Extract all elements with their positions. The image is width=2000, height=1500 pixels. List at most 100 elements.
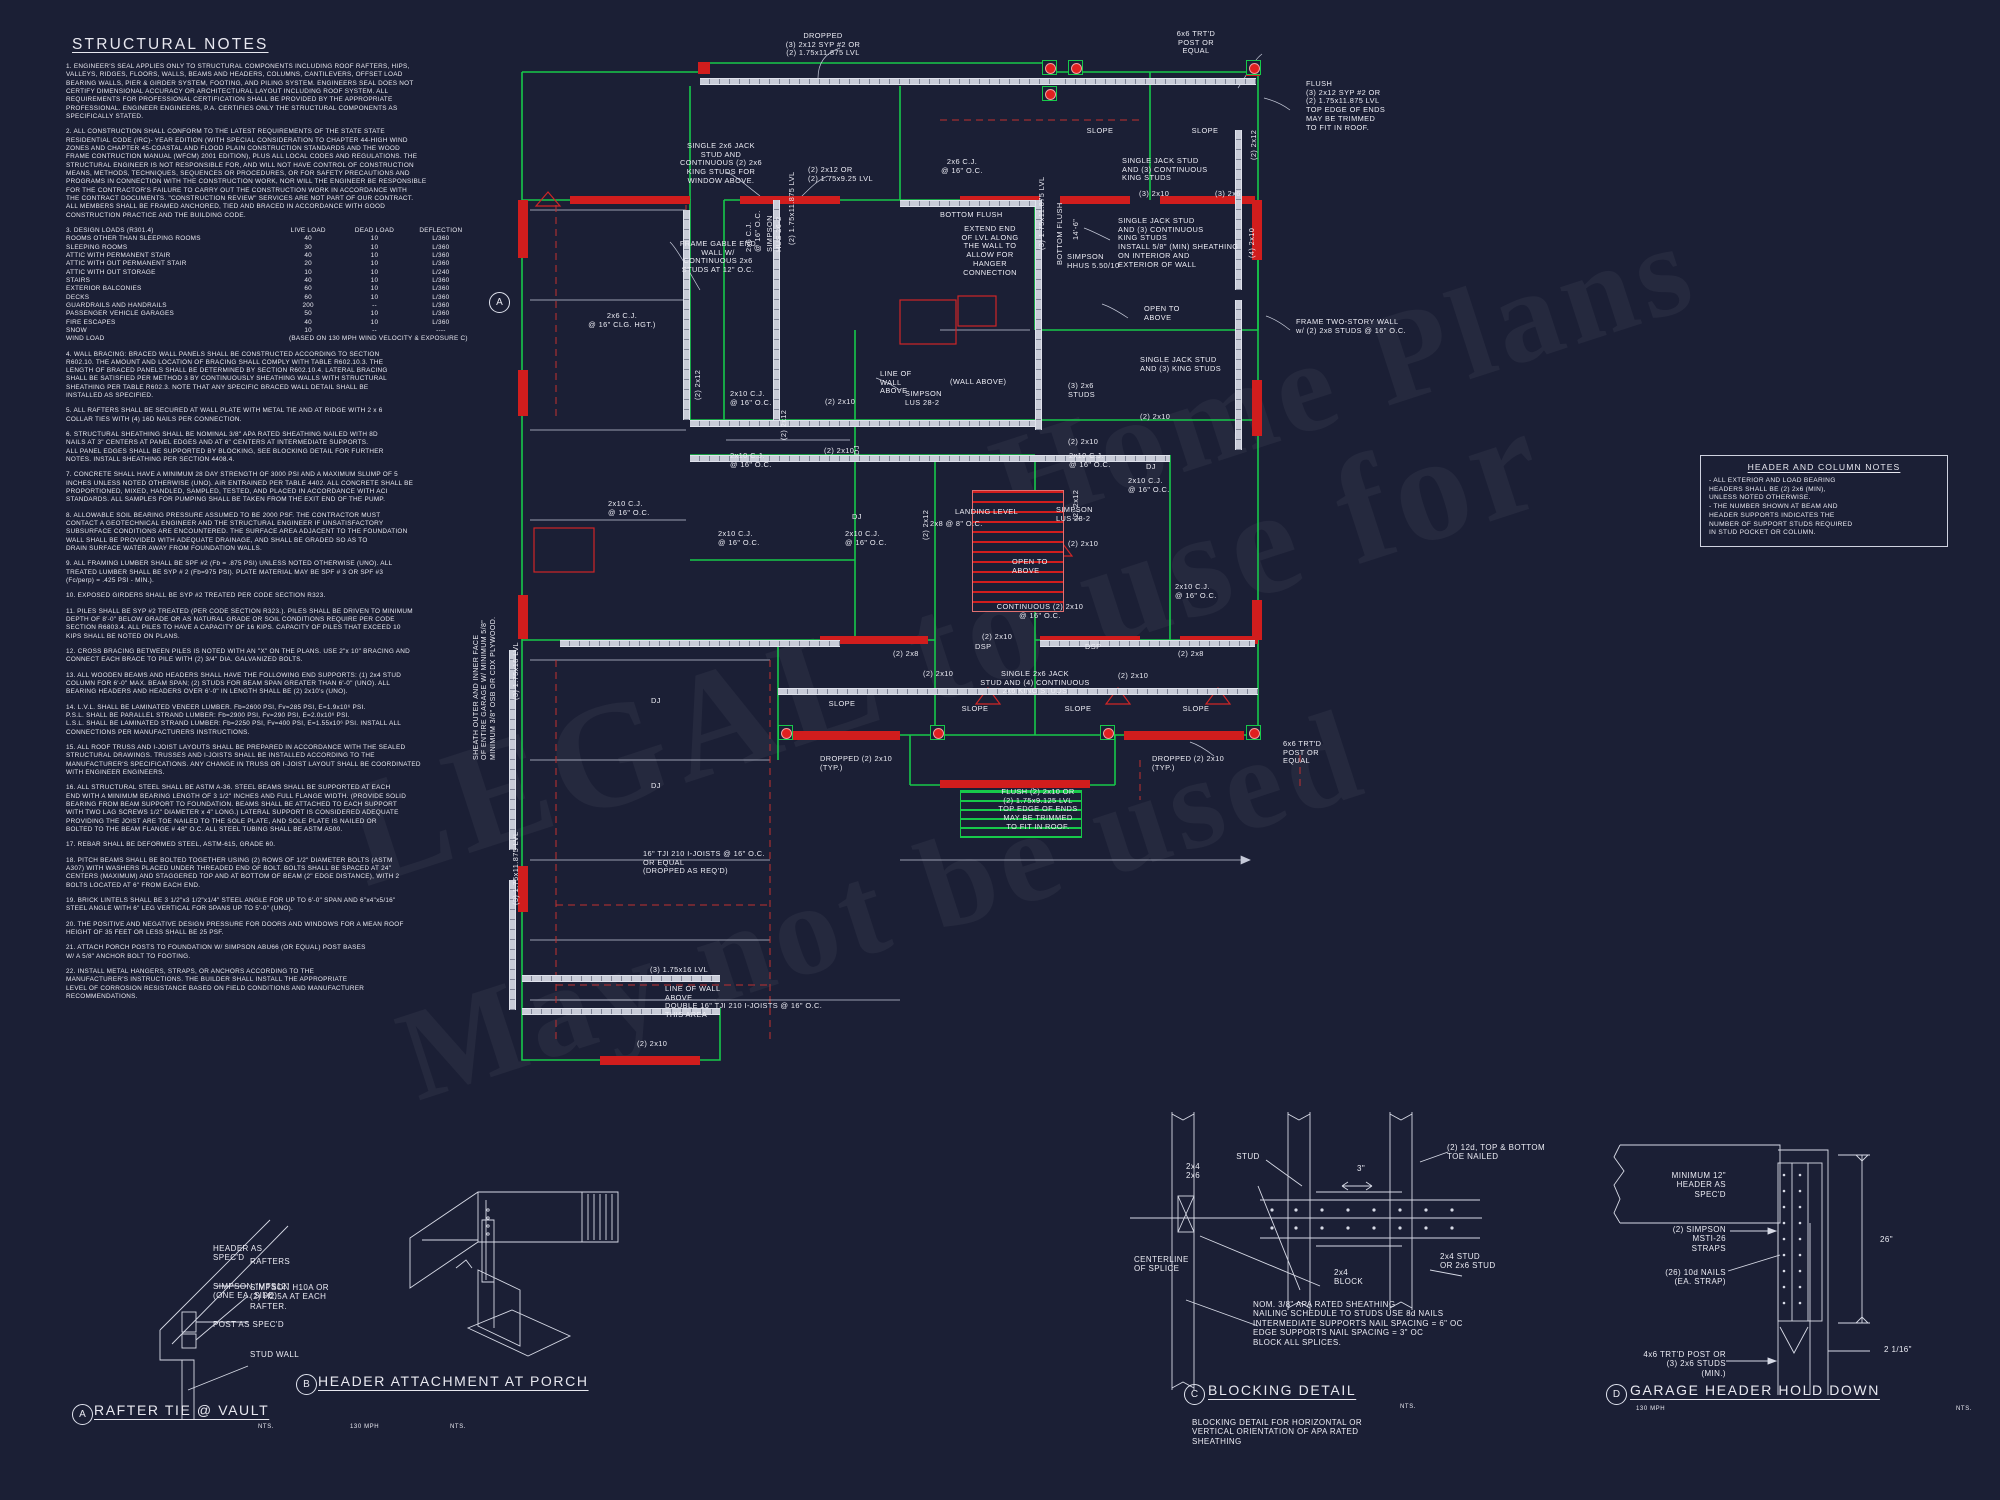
detail-c-callout-2x4-2x6: 2x4 2x6 bbox=[1186, 1162, 1201, 1181]
plan-annotation: (3) 2x6 bbox=[1215, 189, 1241, 198]
detail-c-bubble-label: C bbox=[1190, 1389, 1199, 1400]
note-paragraph-16: 16. ALL STRUCTURAL STEEL SHALL BE ASTM A… bbox=[66, 784, 407, 833]
grid-bubble-A: A bbox=[489, 292, 510, 313]
plan-annotation: SIMPSON HUS 26-2 bbox=[765, 215, 783, 252]
load-row-deflection: L/360 bbox=[432, 310, 450, 318]
detail-d-bubble: D bbox=[1606, 1384, 1627, 1405]
plan-annotation: 14'-6" bbox=[1071, 218, 1080, 240]
plan-annotation: DJ bbox=[852, 445, 861, 455]
load-row-dead: 10 bbox=[370, 235, 379, 243]
note-paragraph-15: 15. ALL ROOF TRUSS AND I-JOIST LAYOUTS S… bbox=[66, 743, 421, 776]
header-column-notes-title: HEADER AND COLUMN NOTES bbox=[1747, 462, 1901, 472]
plan-annotation: 2x10 C.J. @ 16" O.C. bbox=[845, 529, 887, 547]
plan-annotation: (2) 2x10 bbox=[825, 397, 856, 406]
post-marker bbox=[1042, 86, 1057, 101]
detail-d-title: GARAGE HEADER HOLD DOWN bbox=[1630, 1382, 1880, 1398]
plan-annotation: 2x10 C.J. @ 16" O.C. bbox=[718, 529, 760, 547]
plan-annotation: (2) 2x10 bbox=[923, 669, 954, 678]
plan-annotation: 2x10 C.J. @ 16" O.C. bbox=[1128, 476, 1170, 494]
detail-b-callout-0: HEADER AS SPEC'D bbox=[213, 1244, 263, 1263]
plan-annotation: DJ bbox=[1146, 462, 1156, 471]
col-dead-load: DEAD LOAD bbox=[354, 226, 395, 234]
detail-c-nts: NTS. bbox=[1400, 1404, 1417, 1410]
plan-annotation: BOTTOM FLUSH bbox=[940, 210, 1003, 219]
grid-bubble-label: A bbox=[496, 297, 503, 308]
plan-annotation: 16" TJI 210 I-JOISTS @ 16" O.C. OR EQUAL… bbox=[643, 849, 765, 876]
plan-annotation: SLOPE bbox=[961, 704, 989, 713]
detail-c-bubble: C bbox=[1184, 1384, 1205, 1405]
load-row-live: 40 bbox=[304, 251, 312, 259]
load-row-label: WIND LOAD bbox=[66, 335, 105, 343]
plan-annotation: (2) 2x8 bbox=[1178, 649, 1204, 658]
plan-annotation: DSP bbox=[975, 642, 992, 651]
note-paragraph-10: 10. EXPOSED GIRDERS SHALL BE SYP #2 TREA… bbox=[66, 592, 326, 600]
detail-b-callout-2: POST AS SPEC'D bbox=[213, 1320, 285, 1329]
detail-c-callout-stud: STUD bbox=[1236, 1152, 1260, 1161]
plan-annotation: (3) 1.75x11.875 LVL bbox=[511, 831, 520, 905]
load-row-deflection: L/240 bbox=[432, 268, 450, 276]
note-paragraph-19: 19. BRICK LINTELS SHALL BE 3 1/2"x3 1/2"… bbox=[66, 896, 396, 913]
plan-annotation: (3) 2x6 STUDS bbox=[1068, 381, 1096, 399]
load-row-deflection: ---- bbox=[436, 326, 446, 334]
plan-annotation: SINGLE JACK STUD AND (3) CONTINUOUS KING… bbox=[1118, 216, 1239, 269]
stair-run-lower bbox=[960, 790, 1082, 838]
load-row-deflection: L/360 bbox=[432, 251, 450, 259]
load-row-label: ATTIC WITH OUT PERMANENT STAIR bbox=[66, 260, 187, 268]
load-row-dead: 10 bbox=[370, 260, 379, 268]
plan-annotation: DROPPED (2) 2x10 (TYP.) bbox=[1152, 754, 1225, 772]
post-marker bbox=[1246, 725, 1261, 740]
plan-annotation: (3) 1.75x16 LVL bbox=[650, 965, 709, 974]
note-paragraph-22: 22. INSTALL METAL HANGERS, STRAPS, OR AN… bbox=[66, 967, 365, 1000]
plan-annotation: BOTTOM FLUSH bbox=[1055, 202, 1064, 265]
structural-notes-block: STRUCTURAL NOTES 1. ENGINEER'S SEAL APPL… bbox=[66, 36, 476, 1008]
plan-annotation: 2x10 C.J. @ 16" O.C. bbox=[1069, 451, 1111, 469]
plan-annotation: (2) 2x10 bbox=[824, 446, 855, 455]
plan-annotation: 2x8 @ 8" O.C. bbox=[930, 519, 983, 528]
plan-annotation: FRAME TWO-STORY WALL w/ (2) 2x8 STUDS @ … bbox=[1296, 317, 1407, 335]
note-paragraph-6: 6. STRUCTURAL SHEATHING SHALL BE NOMINAL… bbox=[66, 431, 384, 464]
note-paragraph-7: 7. CONCRETE SHALL HAVE A MINIMUM 28 DAY … bbox=[66, 471, 414, 504]
plan-annotation: (WALL ABOVE) bbox=[950, 377, 1007, 386]
plan-annotation: (2) 2x10 bbox=[1068, 437, 1099, 446]
detail-b-wind: 130 MPH bbox=[350, 1424, 380, 1430]
load-row-deflection: L/360 bbox=[432, 235, 450, 243]
col-live-load: LIVE LOAD bbox=[290, 226, 326, 234]
load-row-live: 20 bbox=[304, 260, 312, 268]
load-row-live: 60 bbox=[304, 285, 312, 293]
post-marker bbox=[778, 725, 793, 740]
load-row-live: 60 bbox=[304, 293, 312, 301]
plan-annotation: OPEN TO ABOVE bbox=[1012, 557, 1048, 575]
load-row-deflection: L/360 bbox=[432, 301, 450, 309]
watermark-secondary: May not be used bbox=[382, 681, 1382, 1129]
load-row-label: ATTIC WITH OUT STORAGE bbox=[66, 268, 156, 276]
detail-a-callout-1: SIMPSON H10A OR (2) H2.5A AT EACH RAFTER… bbox=[250, 1283, 329, 1311]
detail-d-callout-nails: (26) 10d NAILS (EA. STRAP) bbox=[1665, 1268, 1726, 1287]
load-row-deflection: L/360 bbox=[432, 276, 450, 284]
detail-d-dim-26: 26" bbox=[1880, 1235, 1893, 1244]
load-row-dead: 10 bbox=[370, 251, 379, 259]
load-row-live: 200 bbox=[302, 301, 314, 309]
note-paragraph-21: 21. ATTACH PORCH POSTS TO FOUNDATION W/ … bbox=[66, 944, 366, 960]
plan-annotation: (2) 1.75x11.875 LVL bbox=[787, 171, 796, 245]
plan-annotation: SINGLE JACK STUD AND (3) KING STUDS bbox=[1140, 355, 1222, 373]
detail-c-callout-toenail: (2) 12d, TOP & BOTTOM TOE NAILED bbox=[1447, 1143, 1546, 1162]
load-row-deflection: L/360 bbox=[432, 260, 450, 268]
detail-b-callout-1: SIMPSON "MTS12" (ONE EA. SIDE) bbox=[213, 1282, 290, 1301]
detail-b-nts: NTS. bbox=[450, 1424, 467, 1430]
load-row-live: 30 bbox=[304, 243, 312, 251]
plan-annotation: (2) 2x12 bbox=[1249, 129, 1258, 160]
plan-annotation: FRAME GABLE END WALL W/ CONTINUOUS 2x6 S… bbox=[679, 239, 757, 275]
load-row-deflection: L/360 bbox=[432, 318, 450, 326]
plan-annotation: (2) 2x10 bbox=[637, 1039, 668, 1048]
structural-notes-title: STRUCTURAL NOTES bbox=[72, 36, 269, 53]
detail-c-callout-studsize: 2x4 STUD OR 2x6 STUD bbox=[1440, 1252, 1496, 1271]
plan-annotation: DSP bbox=[1085, 642, 1102, 651]
detail-d-callout-post: 4x6 TRT'D POST OR (3) 2x6 STUDS (MIN.) bbox=[1643, 1350, 1726, 1378]
